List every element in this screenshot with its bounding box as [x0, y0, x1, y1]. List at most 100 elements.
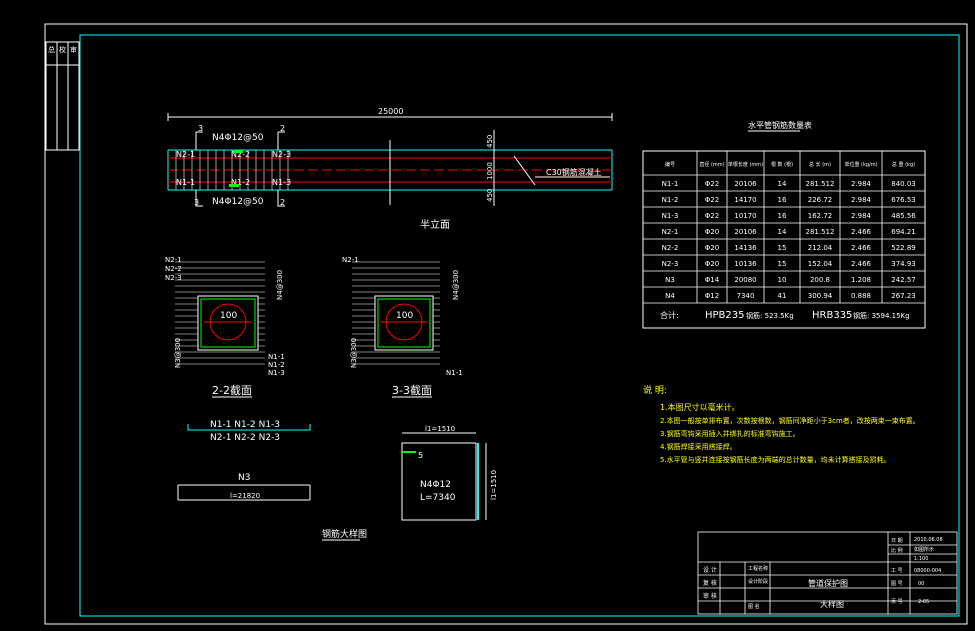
section22-label-n1-2: N1-2 — [268, 361, 285, 369]
table-cell: 14 — [778, 180, 787, 188]
table-cell: 14170 — [734, 196, 756, 204]
cut-3-bottom: 3 — [194, 198, 199, 207]
table-header-cell: 总 重 (kg) — [892, 161, 915, 168]
n4-length: L=7340 — [420, 493, 456, 503]
tb-review: 审 核 — [703, 592, 717, 600]
table-total-hpb-value: 钢筋: 523.5Kg — [746, 311, 794, 320]
section22-title: 2-2截面 — [212, 383, 252, 397]
cut-2-top: 2 — [280, 124, 285, 133]
elevation-title: 半立面 — [420, 218, 450, 231]
tb-key-date: 日 期 — [891, 538, 903, 544]
table-cell: 7340 — [737, 292, 755, 300]
table-total-label: 合计: — [660, 310, 679, 320]
n4-hook: 5 — [418, 451, 423, 460]
tb-check: 复 核 — [703, 579, 717, 587]
table-cell: 1.208 — [851, 276, 871, 284]
tb-val-date: 2010.06.08 — [914, 537, 943, 543]
section22-n3-label: N3@300 — [174, 338, 182, 368]
table-cell: Φ22 — [705, 180, 719, 188]
table-cell: 2.984 — [851, 212, 872, 220]
dim-450-top: 450 — [486, 135, 494, 148]
section22-label-n1-1: N1-1 — [268, 353, 285, 361]
table-cell: Φ20 — [705, 228, 719, 236]
table-cell: 242.57 — [891, 276, 916, 284]
table-cell: 20080 — [734, 276, 756, 284]
table-cell: N1-3 — [662, 212, 679, 220]
table-header-cell: 单位重 (kg/m) — [844, 161, 877, 168]
bar-label-n1-2: N1-2 — [231, 178, 250, 187]
title-block-text: 设 计 复 核 审 核 工程名称 设计阶段 图 名 管道保护图 大样图 日 期 … — [703, 537, 943, 610]
tb-val-job: 08000-004 — [914, 568, 941, 574]
rebar-quantity-table: 水平管钢筋数量表 编号直径 (mm)单根长度 (mm)根 数 (根)总 长 (m… — [642, 120, 926, 329]
table-cell: 41 — [778, 292, 787, 300]
table-cell: 14136 — [734, 244, 757, 252]
bar-label-n2-2: N2-2 — [231, 150, 250, 159]
table-cell: 10170 — [734, 212, 756, 220]
bar-detail-bottom-labels: N2-1 N2-2 N2-3 — [210, 433, 280, 443]
table-cell: 2.984 — [851, 180, 872, 188]
bottom-rebar-label: N4Φ12@50 — [212, 197, 264, 207]
section22-circle-label: 100 — [220, 311, 237, 321]
table-cell: 267.23 — [891, 292, 916, 300]
table-cell: 16 — [778, 196, 787, 204]
tb-val-note: 如图所示 — [914, 546, 934, 553]
bar-label-n1-3: N1-3 — [272, 178, 291, 187]
table-cell: Φ12 — [705, 292, 719, 300]
n4-detail: l1=1510 5 N4Φ12 L=7340 l1=1510 — [401, 425, 498, 521]
tb-key-page: 页 号 — [891, 599, 903, 605]
table-cell: N2-3 — [662, 260, 679, 268]
stirrup-ticks — [175, 150, 289, 190]
section22-label-n2-2: N2-2 — [165, 265, 182, 273]
tb-drawing-name-1: 管道保护图 — [808, 578, 848, 588]
left-stamp: 总 校 审 — [45, 41, 80, 151]
stamp-cell-3: 审 — [70, 45, 77, 54]
section33-label-n1-1: N1-1 — [446, 369, 463, 377]
tb-figure: 图 名 — [748, 603, 760, 610]
tb-key-job: 工 号 — [891, 568, 903, 574]
notes: 说 明: 1.本图尺寸以毫米计。 2.本图一般按单排布置，次数按根数，钢筋间净距… — [643, 384, 920, 464]
table-cell: 200.8 — [810, 276, 830, 284]
tb-val-page: 2-05 — [918, 599, 929, 605]
tb-val-scale: 1:100 — [914, 556, 928, 562]
table-cell: 162.72 — [808, 212, 833, 220]
section22-n4-label: N4@300 — [276, 270, 284, 300]
table-cell: 16 — [778, 212, 787, 220]
note-3: 3.钢筋弯钩采用插入并绑扎的标准弯钩施工。 — [660, 429, 800, 438]
bar-label-n2-3: N2-3 — [272, 150, 291, 159]
note-2: 2.本图一般按单排布置，次数按根数，钢筋间净距小于3cm者，改按两束一束布置。 — [660, 416, 920, 425]
table-cell: 2.984 — [851, 196, 872, 204]
n3-label: N3 — [238, 473, 250, 483]
table-cell: 15 — [778, 244, 787, 252]
tb-val-drawing: 00 — [918, 581, 924, 587]
section33-circle-label: 100 — [396, 311, 413, 321]
cut-2-bottom: 2 — [280, 198, 285, 207]
table-cell: Φ14 — [705, 276, 720, 284]
table-cell: 522.89 — [891, 244, 916, 252]
table-cell: 226.72 — [808, 196, 833, 204]
bar-label-n1-1: N1-1 — [176, 178, 195, 187]
bar-detail-top-labels: N1-1 N1-2 N1-3 — [210, 420, 280, 430]
table-cell: 20106 — [734, 228, 757, 236]
table-cell: Φ22 — [705, 212, 719, 220]
dim-1000: 1000 — [486, 162, 494, 180]
table-cell: Φ20 — [705, 260, 719, 268]
table-cell: 0.888 — [851, 292, 871, 300]
cut-3-top: 3 — [198, 124, 203, 133]
section22-label-n2-3: N2-3 — [165, 274, 182, 282]
table-cell: 212.04 — [808, 244, 833, 252]
table-cell: 2.466 — [851, 260, 872, 268]
table-header-cell: 编号 — [665, 161, 675, 168]
table-header-cell: 总 长 (m) — [809, 161, 831, 168]
table-total-hrb-value: 钢筋: 3594.15Kg — [853, 311, 910, 320]
half-elevation: 25000 3 2 3 2 N4Φ12@50 — [167, 107, 613, 231]
tb-stage: 设计阶段 — [748, 578, 768, 585]
table-cell: 281.512 — [806, 228, 835, 236]
note-5: 5.水平管与竖井连接按钢筋长度为两端的总计数量，均未计算搭接及损耗。 — [660, 455, 891, 464]
section33-n4-label: N4@300 — [452, 270, 460, 300]
table-cell: 10136 — [734, 260, 757, 268]
table-cell: 20106 — [734, 180, 757, 188]
table-cell: 152.04 — [808, 260, 833, 268]
n4-label: N4Φ12 — [420, 480, 451, 490]
stamp-cell-1: 总 — [48, 45, 55, 54]
table-cell: 374.93 — [891, 260, 916, 268]
